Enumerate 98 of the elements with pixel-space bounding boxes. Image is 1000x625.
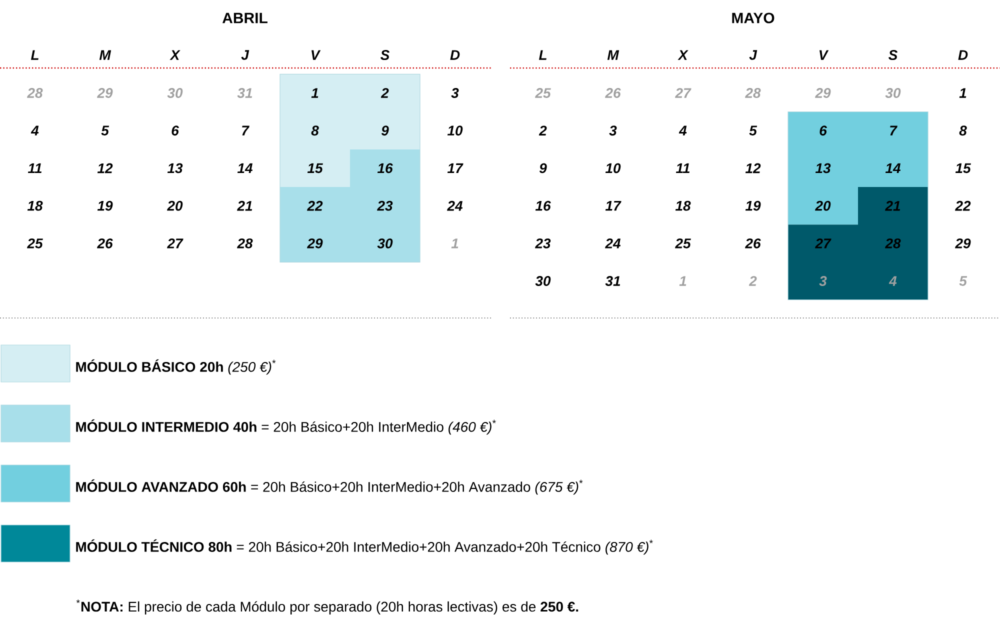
- day-number: 29: [307, 238, 323, 248]
- day-number: 12: [745, 163, 761, 174]
- weekday-header: J: [241, 50, 250, 60]
- day-number: 14: [237, 163, 253, 174]
- day-number: 2: [538, 126, 547, 136]
- day-number: 7: [242, 126, 250, 136]
- day-number: 19: [745, 200, 761, 211]
- day-number: 5: [959, 276, 968, 286]
- day-number: 26: [745, 238, 761, 248]
- legend-text: MÓDULO INTERMEDIO 40h = 20h Básico+20h InterMedio (460 €)$^{*}$: [76, 419, 496, 435]
- day-number: 24: [605, 238, 621, 248]
- day-number: 3: [819, 276, 827, 286]
- weekday-header: S: [380, 50, 390, 60]
- weekday-header: D: [958, 50, 968, 60]
- weekday-header: X: [678, 50, 688, 60]
- day-number: 25: [535, 88, 551, 98]
- day-number: 18: [675, 200, 691, 211]
- weekday-header: L: [538, 50, 546, 60]
- day-number: 30: [377, 238, 393, 248]
- weekday-header: D: [450, 50, 460, 60]
- day-number: 23: [377, 200, 393, 211]
- weekday-header: X: [170, 50, 180, 60]
- legend-text: MÓDULO AVANZADO 60h = 20h Básico+20h InterMedio+20h Avanzado (675 €)$^{*}$: [76, 479, 583, 495]
- day-number: 14: [885, 163, 901, 174]
- day-number: 1: [451, 238, 458, 248]
- day-number: 17: [605, 201, 622, 211]
- weekday-header: M: [99, 50, 112, 60]
- day-number: 27: [675, 88, 692, 98]
- day-number: 8: [311, 126, 319, 136]
- day-number: 15: [955, 163, 971, 174]
- day-number: 9: [539, 163, 547, 174]
- weekday-header: M: [607, 50, 620, 60]
- day-number: 2: [380, 88, 389, 98]
- day-number: 5: [101, 126, 110, 136]
- month-title: MAYO: [732, 12, 774, 24]
- day-number: 22: [955, 200, 971, 211]
- weekday-header: J: [749, 50, 758, 60]
- legend-text: MÓDULO BÁSICO 20h (250 €)$^{*}$: [76, 359, 276, 375]
- day-number: 4: [888, 276, 897, 286]
- day-number: 30: [167, 88, 183, 98]
- day-number: 10: [447, 126, 463, 136]
- day-number: 24: [447, 200, 463, 211]
- day-number: 31: [237, 88, 252, 98]
- day-number: 29: [815, 88, 831, 98]
- weekday-header: L: [30, 50, 38, 60]
- day-number: 4: [30, 126, 39, 136]
- day-number: 6: [172, 126, 179, 136]
- day-number: 21: [237, 200, 252, 211]
- day-number: 30: [535, 276, 551, 286]
- day-number: 29: [955, 238, 971, 248]
- day-number: 11: [28, 163, 42, 174]
- day-number: 20: [815, 200, 831, 211]
- day-number: 9: [381, 126, 389, 136]
- month-title: ABRIL: [222, 12, 268, 24]
- day-number: 13: [167, 163, 183, 174]
- day-number: 25: [27, 238, 43, 248]
- day-number: 16: [377, 163, 393, 174]
- day-number: 25: [675, 238, 691, 248]
- day-number: 21: [885, 200, 900, 211]
- day-number: 11: [676, 163, 690, 174]
- day-number: 28: [745, 88, 761, 98]
- weekday-header: S: [888, 50, 898, 60]
- note-text: $^{*}$NOTA: El precio de cada Módulo por separado (20h horas lectivas) es de 250 €.: [76, 600, 578, 614]
- day-number: 12: [97, 163, 113, 174]
- day-number: 23: [535, 238, 551, 248]
- day-number: 28: [885, 238, 901, 248]
- day-number: 5: [749, 126, 758, 136]
- weekday-header: V: [312, 50, 321, 60]
- day-number: 31: [605, 276, 620, 286]
- day-number: 2: [748, 276, 757, 286]
- day-number: 30: [885, 88, 901, 98]
- day-number: 1: [311, 88, 318, 98]
- weekday-header: V: [820, 50, 829, 60]
- day-number: 15: [307, 163, 323, 174]
- day-number: 27: [167, 238, 184, 248]
- day-number: 1: [679, 276, 686, 286]
- day-number: 17: [447, 163, 464, 174]
- day-number: 26: [605, 88, 621, 98]
- day-number: 20: [167, 200, 183, 211]
- day-number: 19: [97, 200, 113, 211]
- day-number: 27: [815, 238, 832, 248]
- day-number: 7: [890, 126, 898, 136]
- day-number: 6: [820, 126, 827, 136]
- day-number: 3: [451, 88, 459, 98]
- day-number: 26: [97, 238, 113, 248]
- legend-text: MÓDULO TÉCNICO 80h = 20h Básico+20h InterMedio+20h Avanzado+20h Técnico (870 €)$^{*}$: [76, 539, 653, 555]
- day-number: 28: [237, 238, 253, 248]
- day-number: 28: [27, 88, 43, 98]
- day-number: 22: [307, 200, 323, 211]
- day-number: 29: [97, 88, 113, 98]
- day-number: 13: [815, 163, 831, 174]
- day-number: 1: [959, 88, 966, 98]
- day-number: 3: [609, 126, 617, 136]
- day-number: 10: [605, 163, 621, 174]
- day-number: 16: [535, 200, 551, 211]
- day-number: 8: [959, 126, 967, 136]
- day-number: 18: [27, 200, 43, 211]
- day-number: 4: [678, 126, 687, 136]
